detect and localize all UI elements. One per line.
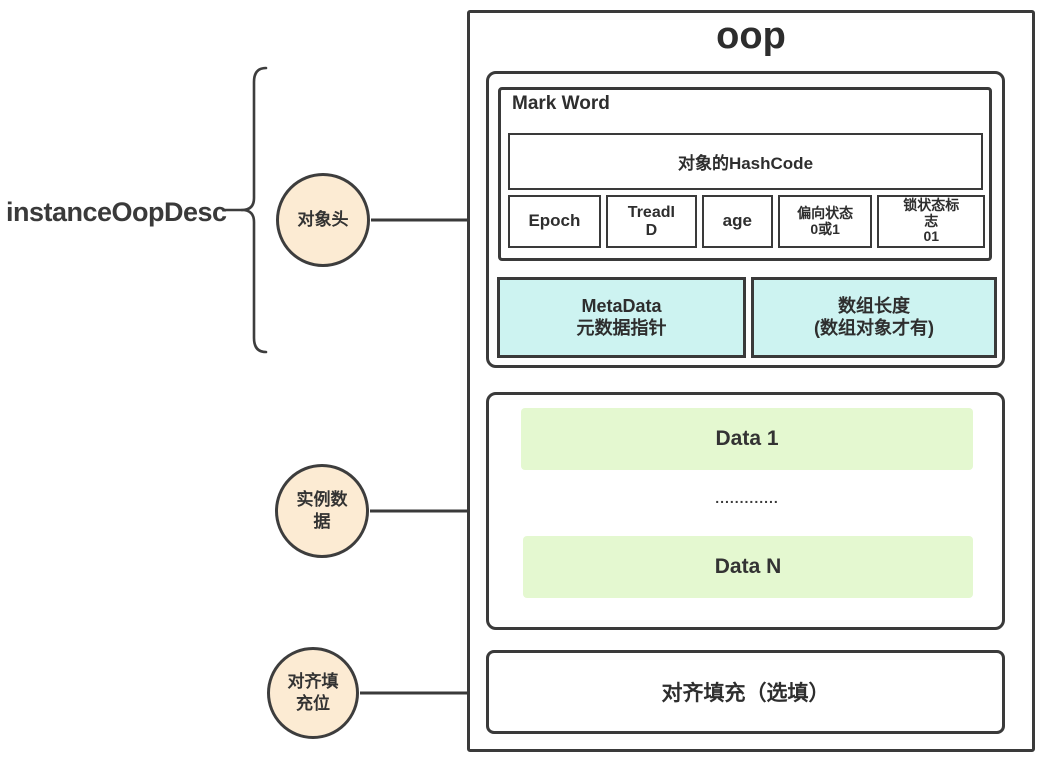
data-n-box: Data N — [523, 536, 973, 598]
alignment-padding-box: 对齐填充（选填） — [486, 650, 1005, 734]
instance-data-circle: 实例数 据 — [275, 464, 369, 558]
hashcode-box: 对象的HashCode — [508, 133, 983, 190]
arrow-padding — [360, 686, 483, 700]
mark-word-fields-row: Epoch TreadI D age 偏向状态 0或1 锁状态标 志 01 — [508, 195, 985, 248]
arrow-object-header — [371, 213, 482, 227]
oop-title: oop — [716, 15, 786, 57]
metadata-pointer-box: MetaData 元数据指针 — [497, 277, 746, 358]
field-age: age — [701, 195, 773, 248]
field-thread-id: TreadI D — [605, 195, 697, 248]
field-bias-state: 偏向状态 0或1 — [777, 195, 873, 248]
data-1-box: Data 1 — [521, 408, 973, 470]
padding-circle: 对齐填 充位 — [267, 647, 359, 739]
mark-word-label: Mark Word — [512, 93, 610, 114]
object-header-circle: 对象头 — [276, 173, 370, 267]
field-lock-flag: 锁状态标 志 01 — [877, 195, 985, 248]
array-length-box: 数组长度 (数组对象才有) — [751, 277, 997, 358]
data-ellipsis: ............. — [715, 490, 779, 506]
instance-scope-brace — [222, 66, 268, 354]
field-epoch: Epoch — [508, 195, 601, 248]
instance-oop-desc-label: instanceOopDesc — [6, 197, 227, 227]
